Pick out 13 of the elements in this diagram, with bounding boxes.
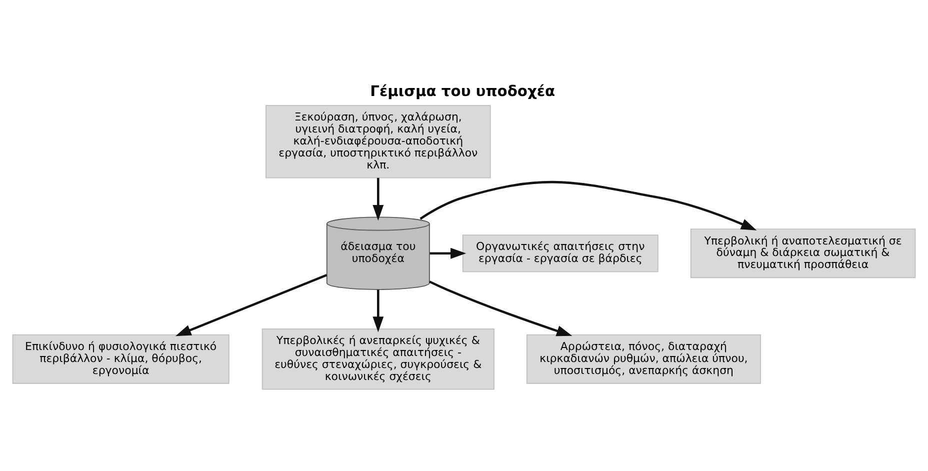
node-box: Υπερβολική ή αναποτελεσματική σε δύναμη & διάρκεια σωματική & πνευματική προσπάθεια	[690, 228, 916, 278]
arrow	[420, 181, 757, 230]
node-box: Οργανωτικές απαιτήσεις στην εργασία - εργασία σε βάρδιες	[462, 234, 658, 272]
diagram-title: Γέμισμα του υποδοχέα	[370, 83, 556, 100]
arrow	[176, 274, 328, 336]
arrow	[429, 280, 572, 336]
node-box: Αρρώστεια, πόνος, διαταραχή κιρκαδιανών ρυθμών, απώλεια ύπνου, υποσιτισμός, ανεπαρκής άσκηση	[526, 334, 761, 384]
node-box: Υπερβολικές ή ανεπαρκείς ψυχικές & συναισθηματικές απαιτήσεις - ευθύνες στεναχώριες, συγκρούσεις & κοινωνικές σχέσεις	[262, 328, 494, 390]
node-box: Ξεκούραση, ύπνος, χαλάρωση, υγιεινή διατροφή, καλή υγεία, καλή-ενδιαφέρουσα-αποδοτική εργασία, υποστηρικτικό περιβάλλον κλπ.	[266, 105, 491, 178]
arrow	[430, 248, 466, 259]
arrow	[372, 178, 384, 221]
arrow	[372, 290, 384, 332]
node-box: Επικίνδυνο ή φυσιολογικά πιεστικό περιβάλλον - κλίμα, θόρυβος, εργονομία	[12, 334, 230, 384]
